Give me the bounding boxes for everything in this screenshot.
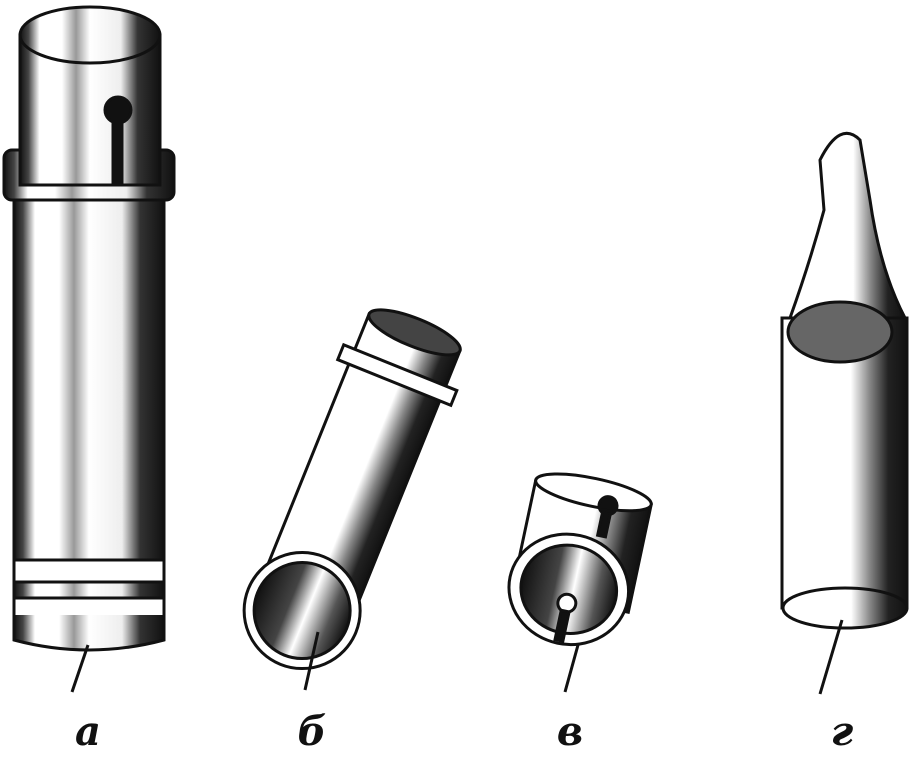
leader-line-a <box>70 644 90 693</box>
label-g: г <box>830 708 854 755</box>
part-b-sleeve <box>242 308 462 671</box>
leader-line-v <box>563 644 580 693</box>
part-a-assembled-cylinder <box>2 5 176 652</box>
label-a: а <box>75 708 101 755</box>
label-b: б <box>297 708 327 755</box>
label-v: в <box>556 708 584 755</box>
part-g-tapered-stopper <box>780 131 909 630</box>
leader-line-b <box>303 631 320 691</box>
leader-lines <box>70 619 844 695</box>
part-v-split-ring <box>507 472 653 647</box>
leader-line-g <box>818 619 844 695</box>
